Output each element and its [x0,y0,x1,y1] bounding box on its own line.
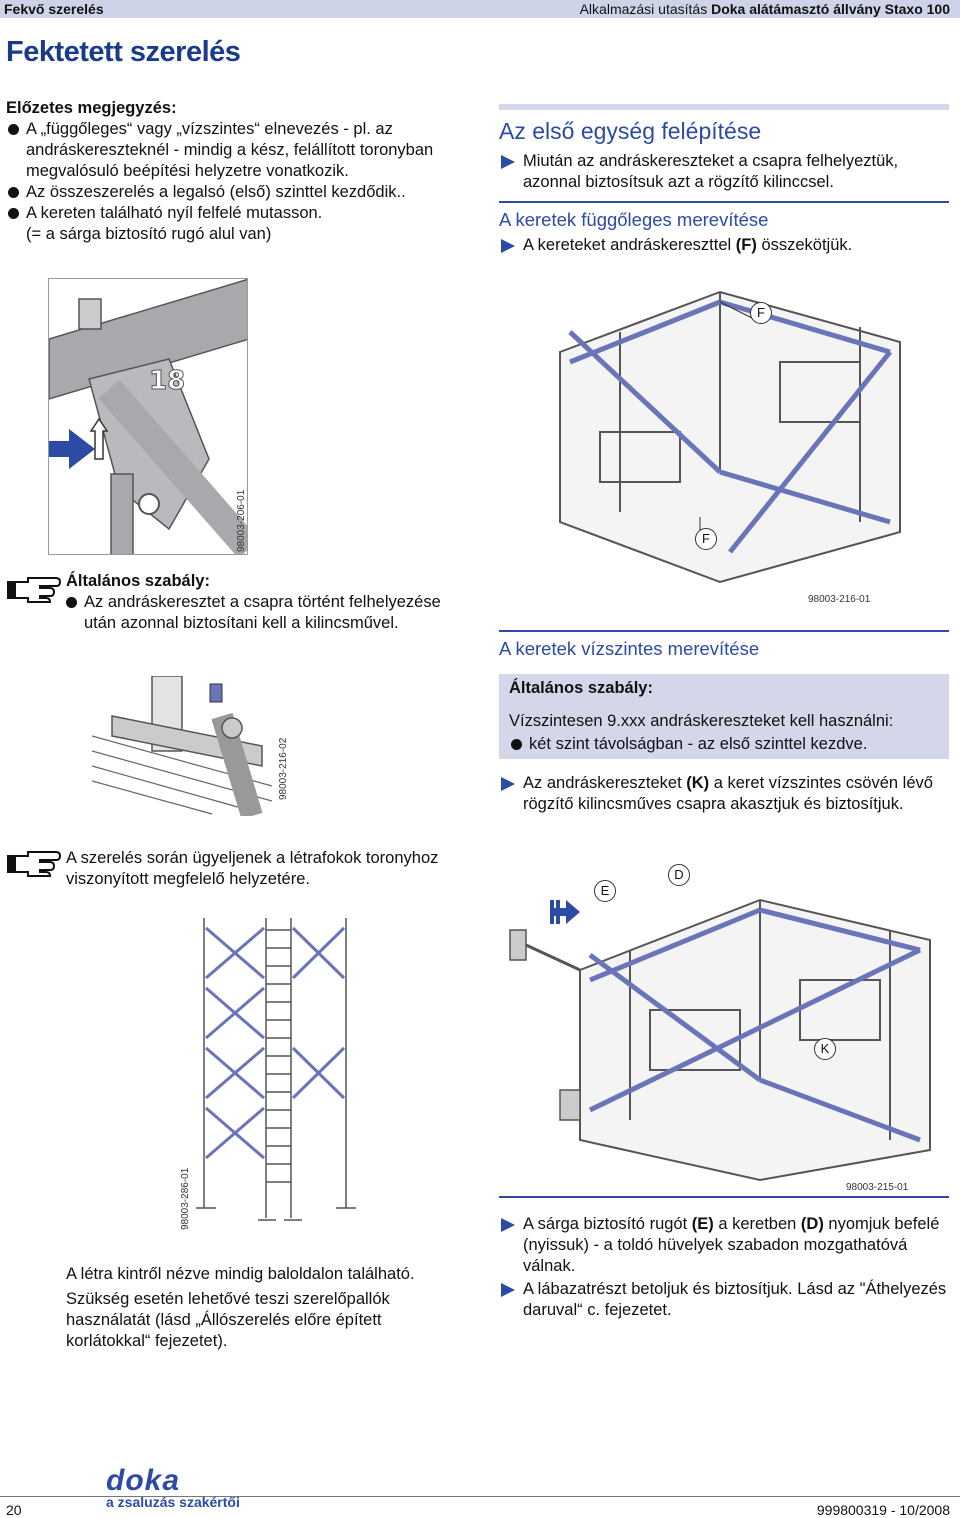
header-section: Fekvő szerelés [4,1,104,17]
general-rule-1: Általános szabály: Az andráskeresztet a … [66,571,456,634]
prelim-bullet-1: A „függőleges“ vagy „vízszintes“ elnevez… [6,119,456,182]
vertical-bracing-step: A kereteket andráskereszttel (F) összekö… [499,235,949,256]
page-title: Fektetett szerelés [6,36,241,68]
prelim-bullet-3: A kereten található nyíl felfelé mutasso… [6,203,456,224]
label-k: K [814,1038,836,1060]
doc-number: 999800319 - 10/2008 [816,1502,950,1518]
doka-logo: doka a zsaluzás szakértői [106,1464,240,1510]
header-bar: Fekvő szerelés Alkalmazási utasítás Doka… [0,0,960,18]
ladder-detail-figure [91,675,273,820]
first-unit-step: Miután az andráskereszteket a csapra fel… [499,151,949,193]
horizontal-bracing-heading: A keretek vízszintes merevítése [499,638,760,659]
prelim-heading: Előzetes megjegyzés: [6,99,177,117]
first-unit-heading: Az első egység felépítése [499,118,762,144]
general-rule-1-bullet: Az andráskeresztet a csapra történt felh… [64,592,456,634]
ladder-text-p2: Szükség esetén lehetővé teszi szerelőpal… [66,1290,390,1350]
fig3-code: 98003-216-02 [278,737,289,800]
first-unit-section: Az első egység felépítése Miután az andr… [499,104,949,256]
ladder-text-p1: A létra kintről nézve mindig baloldalon … [66,1265,415,1283]
label-f-bottom: F [695,528,717,550]
frame-number-label: 18 [149,366,185,396]
horizontal-rule-box: Általános szabály: Vízszintesen 9.xxx an… [499,674,949,759]
horizontal-bracing-section: A keretek vízszintes merevítése Általáno… [499,630,949,815]
label-f-top: F [750,302,772,324]
vertical-bracing-figure: F F [530,272,950,592]
horizontal-rule-bullet: két szint távolságban - az első szinttel… [509,734,939,755]
label-d: D [668,864,690,886]
pointing-hand-icon [7,577,62,603]
final-step-2: A lábazatrészt betoljuk és biztosítjuk. … [499,1279,949,1321]
fig2-code: 98003-216-01 [808,594,871,605]
page-number: 20 [6,1502,22,1518]
header-doc-title: Alkalmazási utasítás Doka alátámasztó ál… [579,1,950,17]
horizontal-rule-text: Vízszintesen 9.xxx andráskereszteket kel… [509,712,894,730]
prelim-note: (= a sárga biztosító rugó alul van) [26,225,272,243]
final-steps: A sárga biztosító rugót (E) a keretben (… [499,1196,949,1321]
prelim-bullet-2: Az összeszerelés a legalsó (első) szintt… [6,182,456,203]
prelim-section: Előzetes megjegyzés: A „függőleges“ vagy… [6,98,456,245]
frame-detail-figure: 18 [48,278,248,555]
label-e: E [594,880,616,902]
footer-rule [0,1496,960,1497]
ladder-text: A létra kintről nézve mindig baloldalon … [66,1264,456,1352]
ladder-note: A szerelés során ügyeljenek a létrafokok… [66,849,439,888]
pointing-hand-icon-2 [7,851,62,877]
final-step-1: A sárga biztosító rugót (E) a keretben (… [499,1214,949,1277]
blue-arrow-icon [49,429,95,469]
fig5-code: 98003-215-01 [846,1182,909,1193]
horizontal-rule-heading: Általános szabály: [509,679,653,697]
fig4-code: 98003-286-01 [180,1167,191,1230]
vertical-bracing-heading: A keretek függőleges merevítése [499,209,769,230]
logo-wordmark: doka [106,1464,181,1497]
general-rule-1-heading: Általános szabály: [66,572,210,590]
tower-figure [196,918,356,1226]
horizontal-bracing-figure: E D K [500,860,950,1190]
horizontal-bracing-step: Az andráskereszteket (K) a keret vízszin… [499,773,949,815]
logo-tagline: a zsaluzás szakértői [106,1494,240,1510]
fig1-code: 98003-206-01 [236,489,247,552]
